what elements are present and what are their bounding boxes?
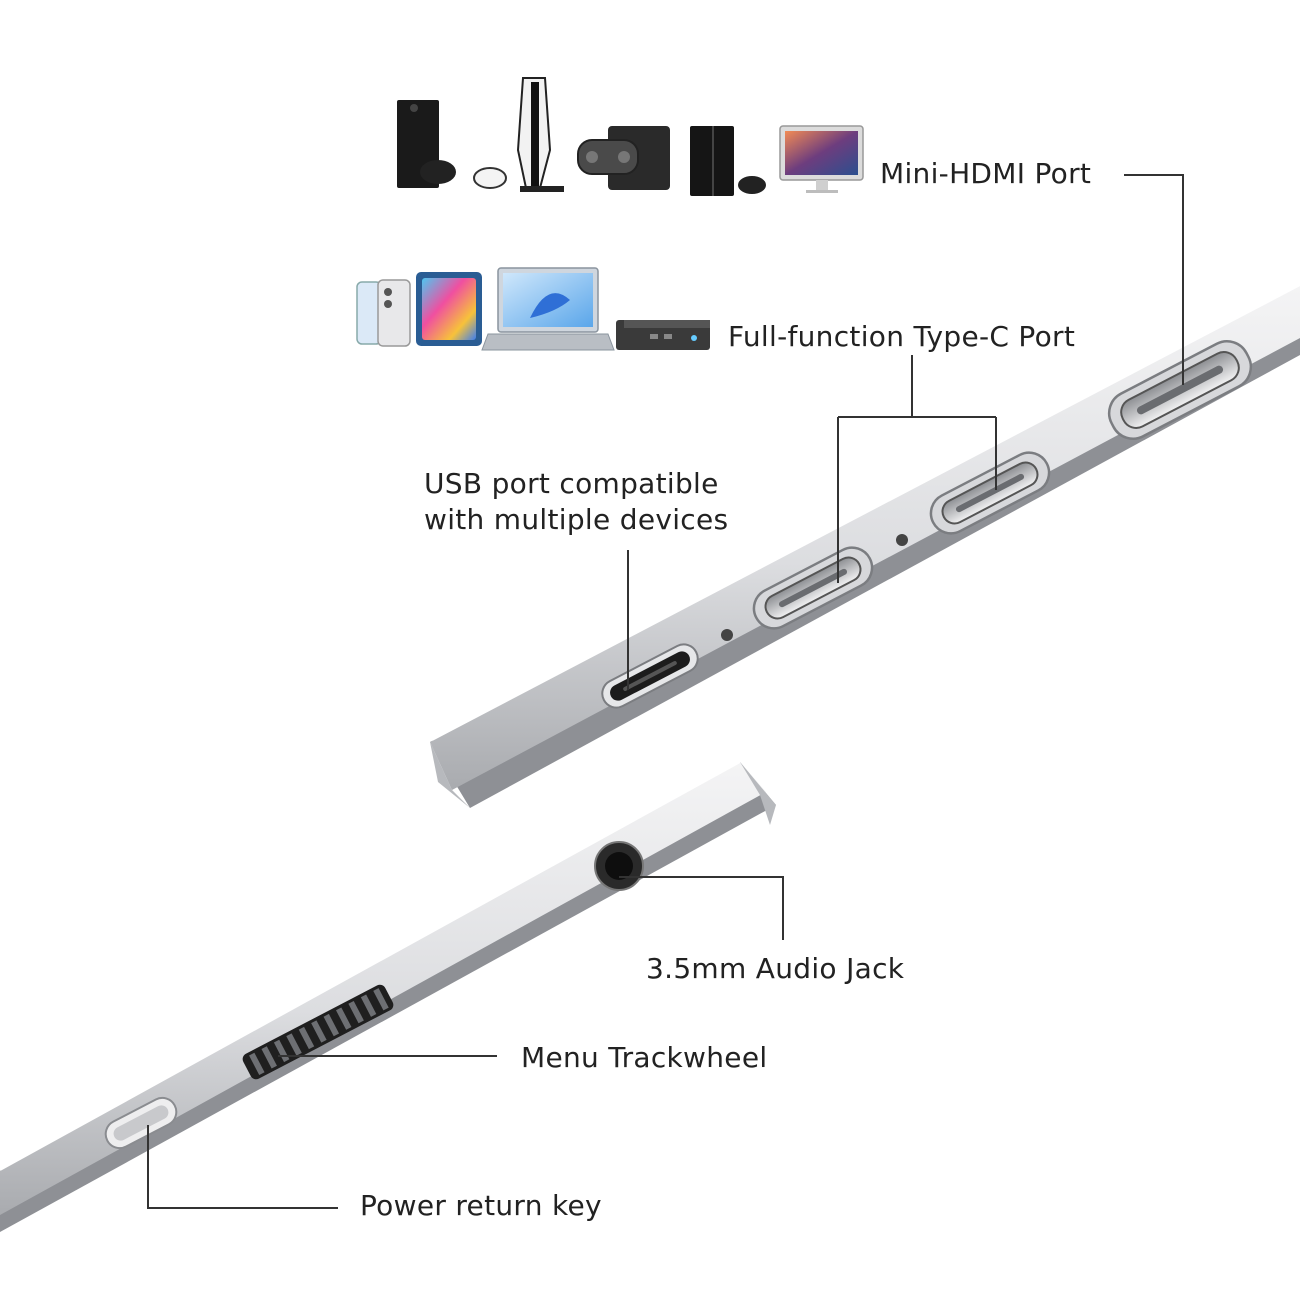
mini-hdmi-port [1107, 340, 1253, 440]
tablet-icon [416, 272, 482, 346]
laptop-icon [481, 267, 615, 351]
type-c-label: Full-function Type-C Port [728, 320, 1076, 353]
game-console-black-icon [690, 126, 766, 196]
handheld-console-icon [577, 126, 670, 190]
type-c-port-2 [929, 451, 1051, 535]
type-c-port-1 [752, 546, 874, 630]
leader-mini-hdmi [1124, 174, 1184, 385]
trackwheel-label: Menu Trackwheel [521, 1041, 768, 1074]
usb-c-port [601, 643, 699, 709]
mini-hdmi-label: Mini-HDMI Port [880, 157, 1092, 190]
desktop-computer-icon [779, 125, 864, 193]
upper-device-edge [430, 284, 1300, 808]
led-indicator-2 [896, 534, 908, 546]
game-console-white-icon [473, 77, 564, 192]
usb-label-line1: USB port compatible [424, 467, 719, 500]
leader-audio [619, 876, 784, 940]
power-return-key [104, 1096, 178, 1150]
usb-label-line2: with multiple devices [424, 503, 729, 536]
smartphone-icon [356, 279, 411, 347]
power-key-label: Power return key [360, 1189, 602, 1222]
leader-power [147, 1125, 338, 1209]
mini-pc-icon [616, 320, 710, 350]
game-console-tower-icon [397, 100, 456, 188]
leader-type-c [837, 355, 997, 583]
audio-jack-label: 3.5mm Audio Jack [646, 952, 905, 985]
led-indicator [721, 629, 733, 641]
leader-lines [147, 174, 1184, 1209]
audio-jack [594, 841, 644, 891]
